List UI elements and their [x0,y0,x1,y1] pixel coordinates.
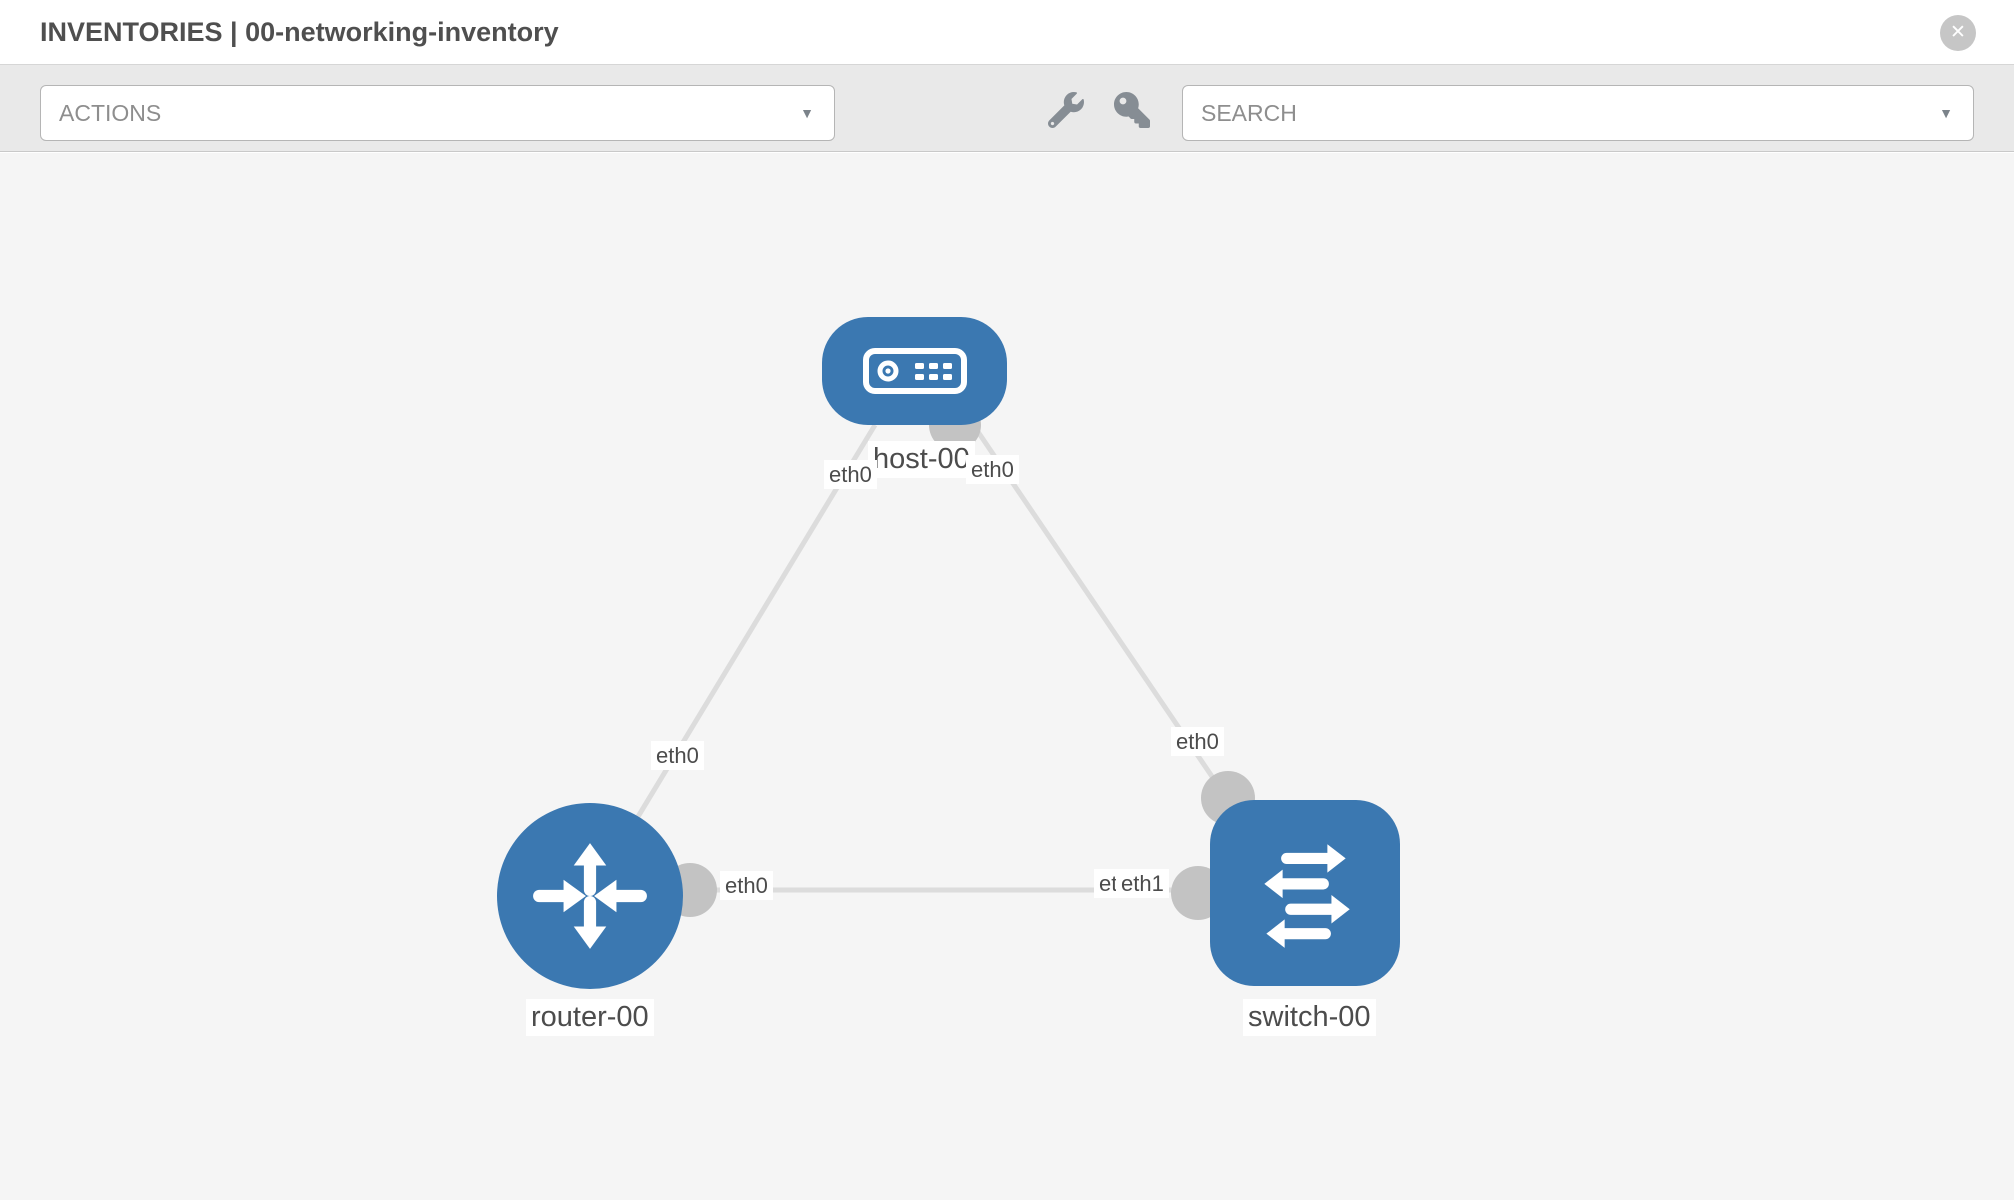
page-title: INVENTORIES | 00-networking-inventory [40,17,559,47]
interface-label-switch-eth0-top: eth0 [1171,727,1224,757]
chevron-down-icon: ▼ [800,105,814,121]
search-dropdown-label: SEARCH [1201,100,1297,126]
node-host-00[interactable] [822,317,1007,425]
interface-label-host-eth0-right: eth0 [966,455,1019,485]
toolbar: ACTIONS ▼ SEARCH ▼ [0,64,2014,152]
actions-dropdown[interactable]: ACTIONS ▼ [40,85,835,141]
interface-label-router-eth0-middle: eth0 [720,871,773,901]
wrench-icon[interactable] [1047,92,1084,129]
interface-label-host-eth0-left: eth0 [824,460,877,490]
chevron-down-icon: ▼ [1939,105,1953,121]
node-label-router: router-00 [526,999,654,1037]
switch-icon [1264,844,1350,948]
interface-label-router-eth0: eth0 [651,741,704,771]
router-icon [533,843,647,949]
key-icon[interactable] [1114,92,1150,128]
node-label-switch: switch-00 [1243,999,1376,1037]
host-icon [862,348,967,394]
actions-dropdown-label: ACTIONS [59,100,162,126]
links-layer [587,399,1300,920]
interface-label-switch-eth1: eth1 [1116,869,1169,899]
header: INVENTORIES | 00-networking-inventory ✕ [0,0,2014,64]
search-dropdown[interactable]: SEARCH ▼ [1182,85,1974,141]
node-label-host: host-00 [868,441,975,479]
node-router-00[interactable] [497,803,683,989]
close-icon[interactable]: ✕ [1940,15,1976,51]
topology-canvas[interactable]: host-00 eth0 eth0 eth0 eth0 eth0 eth0 et… [0,153,2014,1200]
node-switch-00[interactable] [1210,800,1400,986]
